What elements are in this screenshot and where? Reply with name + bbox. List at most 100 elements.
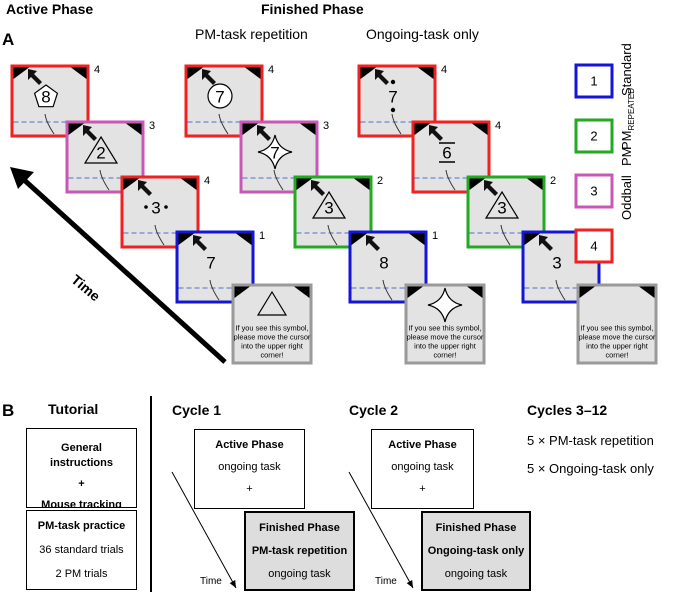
col1-trial1-start-corner bbox=[178, 233, 194, 245]
col1-trial4-cursor-trace bbox=[44, 113, 55, 135]
cycle2-active-plus: + bbox=[419, 483, 426, 495]
legend-label-oddball: Oddball bbox=[619, 175, 634, 220]
col2-trial3-start-corner bbox=[242, 123, 258, 135]
col3-instruction-instruction-line3: into the upper right bbox=[586, 342, 648, 351]
legend-box-1 bbox=[574, 63, 614, 99]
panel-label-b: B bbox=[2, 401, 15, 420]
col1-trial3-digit: 2 bbox=[96, 144, 105, 163]
cycle1-title: Cycle 1 bbox=[172, 402, 222, 418]
col1-trial3-stimulus-shape bbox=[83, 135, 119, 164]
legend-box-2 bbox=[574, 118, 614, 154]
cycle2-time-arrow-shaft bbox=[348, 471, 414, 589]
col2-trial1-digit: 8 bbox=[379, 254, 388, 273]
col1-instruction-target-corner bbox=[294, 286, 310, 298]
tutorial-instructions-box: General instructions + Mouse tracking bbox=[26, 428, 137, 508]
cycles-rest-line2: 5 × Ongoing-task only bbox=[527, 461, 654, 476]
col2-trial1-cursor-arrow bbox=[366, 235, 380, 251]
legend-box-4 bbox=[574, 228, 614, 264]
col1-trial2-number: 4 bbox=[204, 175, 210, 187]
col3-trial2-target-corner bbox=[527, 178, 543, 190]
finished-phase-heading: Finished Phase bbox=[261, 1, 364, 17]
col3-trial2-cursor-trace bbox=[500, 224, 511, 246]
col1-trial1-cursor-arrow bbox=[193, 235, 207, 251]
legend-label-pm: PM bbox=[619, 146, 634, 167]
col1-trial1-number: 1 bbox=[259, 230, 265, 242]
col2-instruction-instruction-line4: corner! bbox=[433, 351, 456, 360]
col3-trial3-target-corner bbox=[472, 123, 488, 135]
col2-trial4-target-corner bbox=[245, 67, 261, 79]
col2-trial4-cursor-trace bbox=[218, 113, 229, 135]
col1-instruction-instruction-line2: please move the cursor bbox=[234, 333, 311, 342]
col2-trial1-number: 1 bbox=[432, 230, 438, 242]
col1-instruction-symbol bbox=[256, 290, 288, 316]
col3-trial4-start-corner bbox=[360, 67, 376, 79]
col1-trial2-target-corner bbox=[181, 178, 197, 190]
col2-trial3-number: 3 bbox=[323, 120, 329, 132]
col2-trial3-cursor-arrow bbox=[257, 125, 271, 141]
col3-trial2-cursor-arrow bbox=[484, 180, 498, 196]
legend-sub-repeated: REPEATED bbox=[627, 87, 636, 131]
col2-instruction-symbol bbox=[427, 287, 463, 323]
col1-trial4-cursor-arrow bbox=[28, 69, 42, 85]
cycle1-time-arrow-shaft bbox=[171, 471, 237, 589]
col3-trial4-number: 4 bbox=[441, 64, 447, 76]
col2-instruction-start-corner bbox=[407, 286, 423, 298]
cycle1-finished-box: Finished Phase PM-task repetition ongoin… bbox=[244, 511, 355, 591]
legend-number-1: 1 bbox=[590, 74, 597, 89]
col3-trial2-start-corner bbox=[469, 178, 485, 190]
col2-trial4-stimulus-shape bbox=[207, 83, 233, 109]
cycle1-time-arrow-head bbox=[229, 580, 236, 588]
col2-trial3-stimulus-shape bbox=[257, 134, 293, 170]
col1-trial1-frame bbox=[175, 230, 255, 304]
col2-trial2-number: 2 bbox=[377, 175, 383, 187]
cycle2-active-box: Active Phase ongoing task + bbox=[371, 429, 474, 509]
legend-number-4: 4 bbox=[590, 239, 597, 254]
cycle1-active-title: Active Phase bbox=[215, 439, 284, 451]
col2-trial3-digit: 7 bbox=[270, 144, 279, 163]
cycle2-finished-sub: Ongoing-task only bbox=[427, 545, 525, 557]
col3-trial1-start-corner bbox=[524, 233, 540, 245]
col3-trial3-digit: 6 bbox=[442, 144, 451, 163]
cycle1-active-box: Active Phase ongoing task + bbox=[194, 429, 305, 509]
panel-b-divider bbox=[150, 396, 152, 592]
col3-trial2-number: 2 bbox=[550, 175, 556, 187]
cycles-rest-line1: 5 × PM-task repetition bbox=[527, 433, 654, 448]
col1-instruction-instruction-line3: into the upper right bbox=[241, 342, 303, 351]
col3-trial4-cursor-arrow bbox=[375, 69, 389, 85]
col2-trial1-target-corner bbox=[409, 233, 425, 245]
cycle2-finished-task: ongoing task bbox=[444, 568, 508, 580]
col3-trial3-cursor-arrow bbox=[429, 125, 443, 141]
legend-number-2: 2 bbox=[590, 129, 597, 144]
col1-trial3-start-corner bbox=[68, 123, 84, 135]
col1-instruction-instruction-line4: corner! bbox=[260, 351, 283, 360]
col1-trial4-target-corner bbox=[71, 67, 87, 79]
col3-trial1-digit: 3 bbox=[552, 254, 561, 273]
col1-trial2-cursor-arrow bbox=[138, 180, 152, 196]
tutorial-title: Tutorial bbox=[48, 401, 99, 417]
pm-repetition-subtitle: PM-task repetition bbox=[195, 26, 308, 42]
col3-trial4-stimulus-shape-dot-bottom bbox=[390, 107, 396, 113]
col1-trial3-target-corner bbox=[126, 123, 142, 135]
col2-instruction-instruction-line3: into the upper right bbox=[414, 342, 476, 351]
col1-trial2-stimulus-shape-dot-right bbox=[164, 205, 168, 209]
col2-trial2-digit: 3 bbox=[324, 199, 333, 218]
col1-instruction-frame bbox=[231, 283, 313, 365]
tutorial-box1-line2: instructions bbox=[50, 457, 113, 469]
cycle1-active-task: ongoing task bbox=[218, 461, 281, 473]
col3-trial3-start-corner bbox=[414, 123, 430, 135]
col3-trial4-target-corner bbox=[418, 67, 434, 79]
cycle2-finished-box: Finished Phase Ongoing-task only ongoing… bbox=[421, 511, 531, 591]
cycles-rest-title: Cycles 3–12 bbox=[527, 402, 608, 418]
col1-trial3-number: 3 bbox=[149, 120, 155, 132]
col1-trial1-cursor-trace bbox=[209, 279, 220, 301]
col1-trial3-cursor-trace bbox=[99, 169, 110, 191]
tutorial-box1-line1: General bbox=[61, 442, 102, 454]
tutorial-box2-title: PM-task practice bbox=[37, 520, 126, 532]
cycle1-finished-sub: PM-task repetition bbox=[251, 545, 348, 557]
col2-trial1-cursor-trace bbox=[382, 279, 393, 301]
cycle2-finished-title: Finished Phase bbox=[435, 522, 517, 534]
cycle2-time-label: Time bbox=[375, 576, 397, 587]
panel-label-a: A bbox=[2, 30, 15, 49]
legend-number-3: 3 bbox=[590, 184, 597, 199]
